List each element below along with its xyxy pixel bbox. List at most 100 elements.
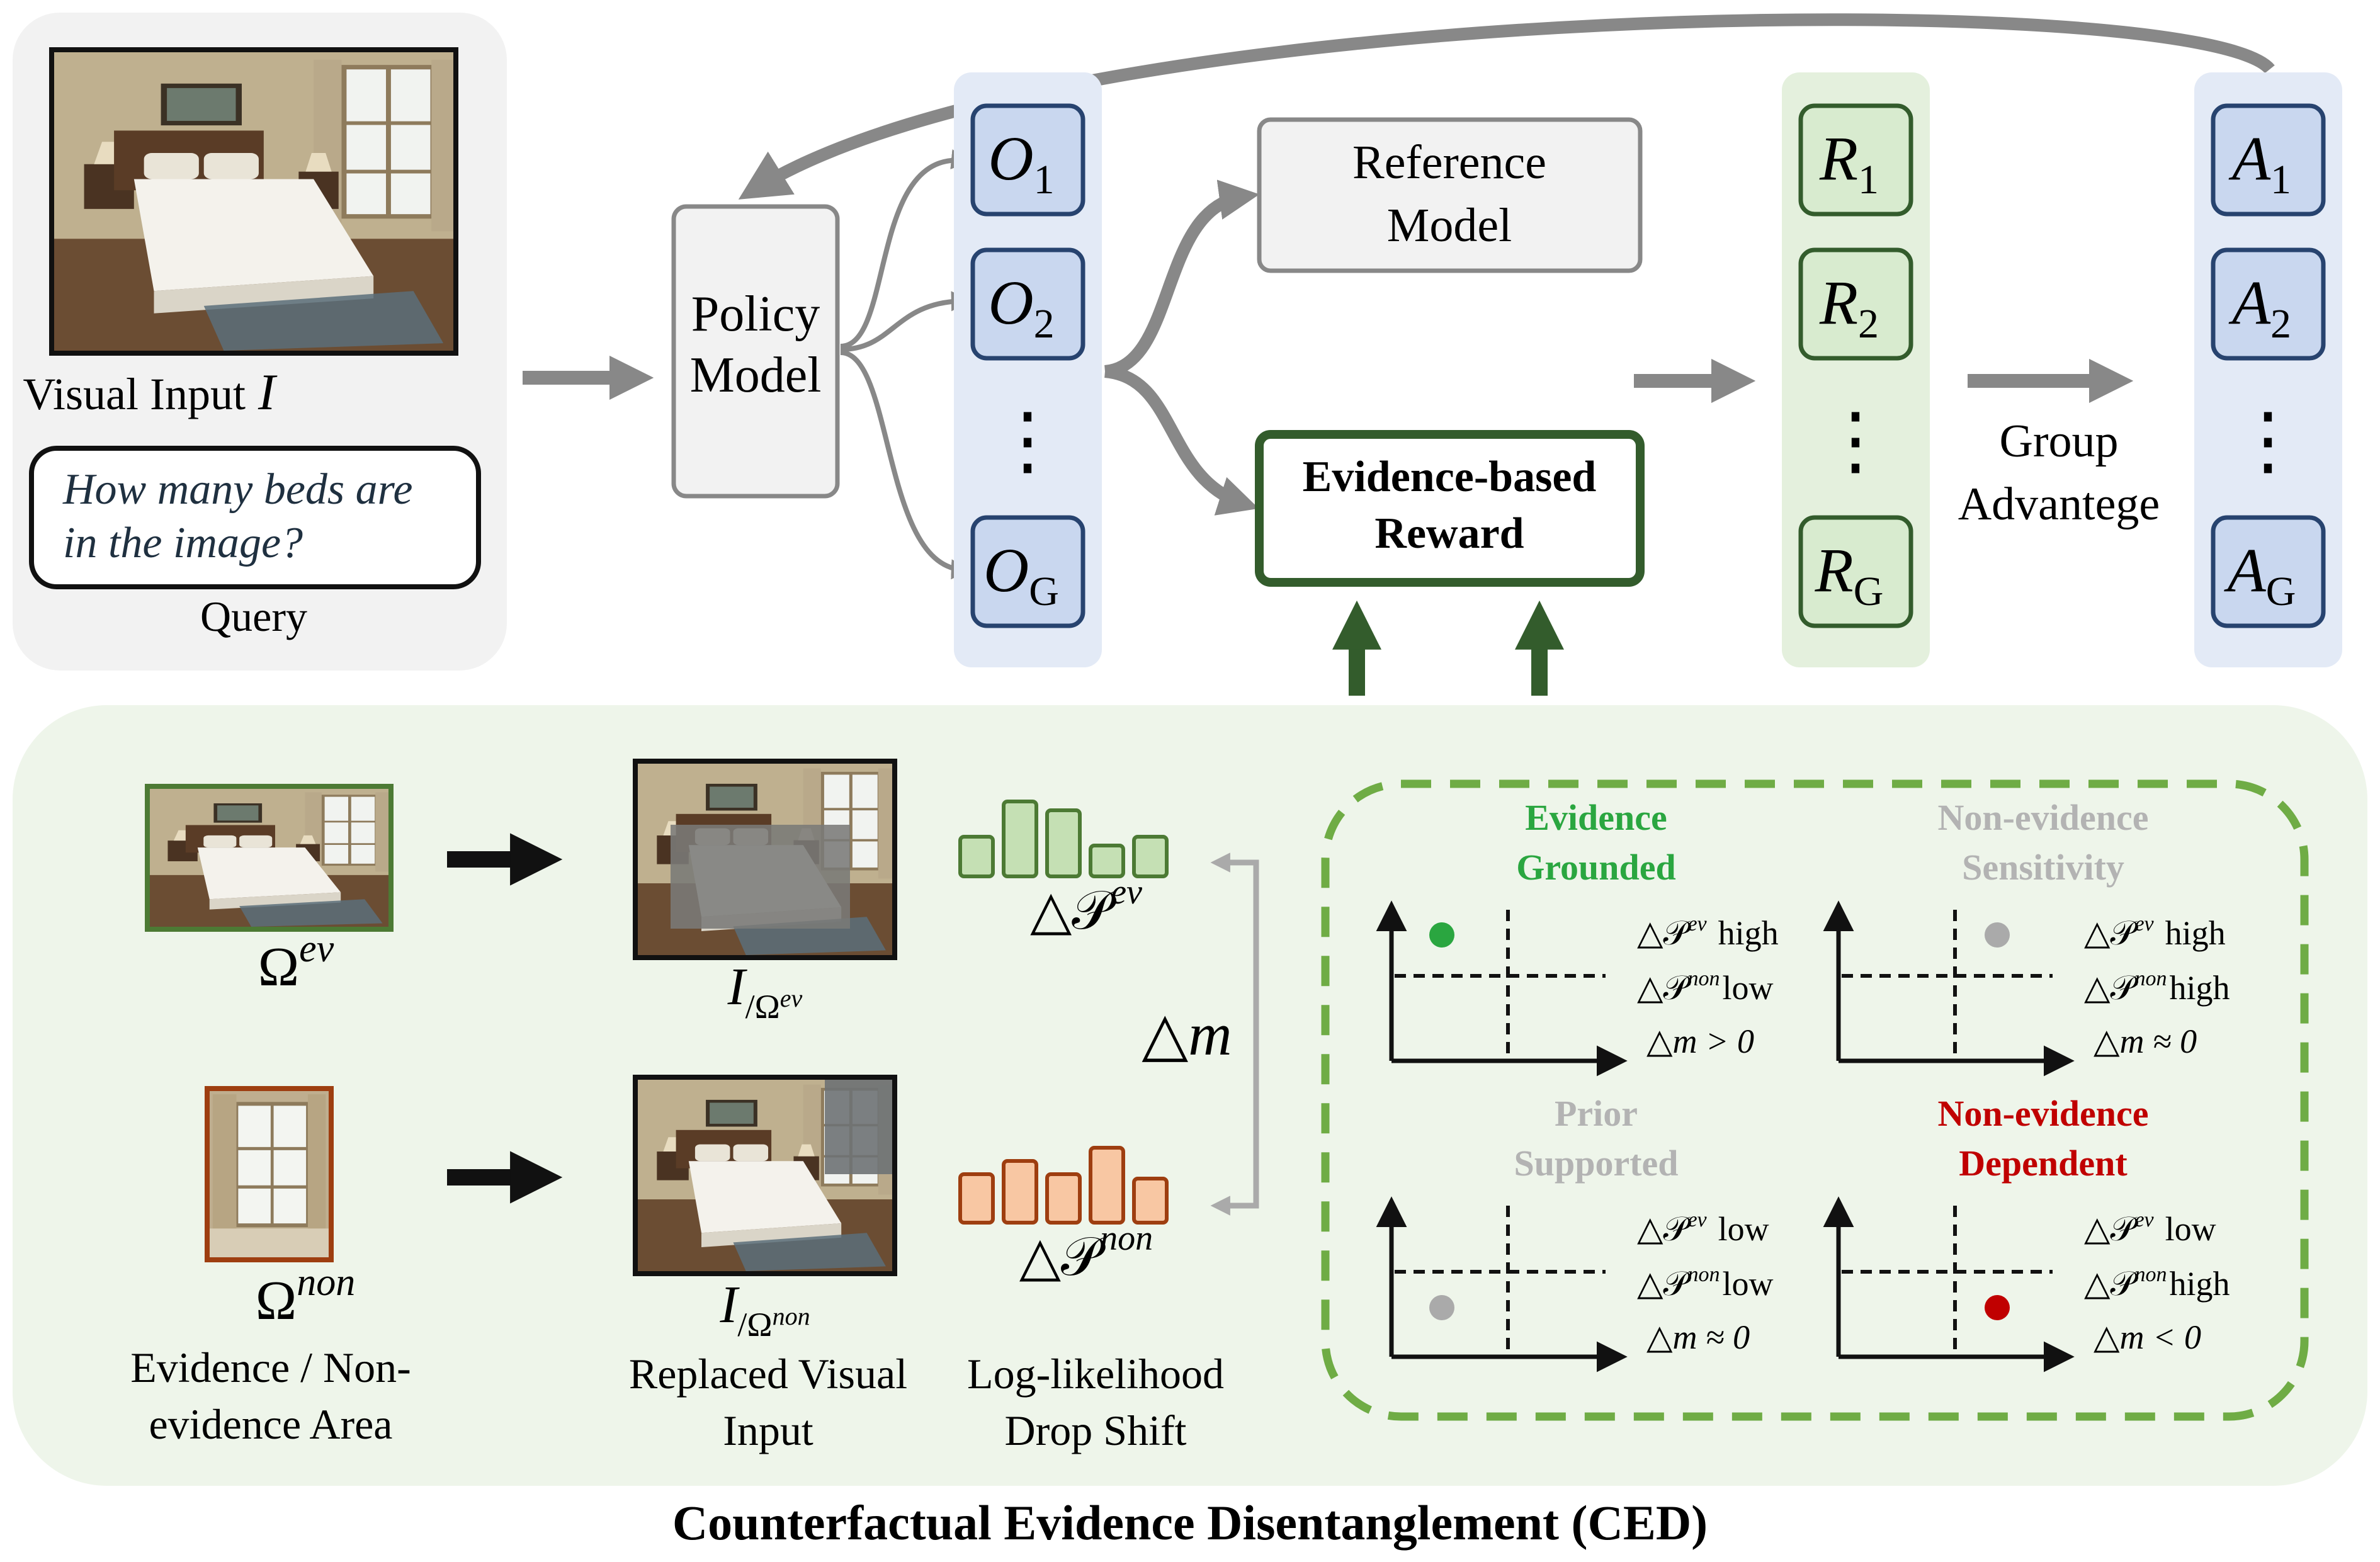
svg-text:A2: A2 <box>2228 268 2291 347</box>
quadrant-4-line2: △𝒫nonhigh <box>2084 1263 2230 1303</box>
advantage-ag-letter: A <box>2224 535 2267 605</box>
quadrant-1-line3: △m > 0 <box>1646 1022 1754 1060</box>
query-label: Query <box>200 592 307 640</box>
area-label-line1: Evidence / Non- <box>130 1344 411 1391</box>
replaced-label-line2: Input <box>723 1406 813 1454</box>
advantage-feedback-arrow <box>738 13 2275 200</box>
quadrant-2-title-line2: Sensitivity <box>1962 847 2124 888</box>
replaced-non-image <box>633 1075 897 1276</box>
replaced-ev-label: I/Ωev <box>727 958 803 1026</box>
quadrant-2-dot <box>1985 922 2010 948</box>
policy-model-line1: Policy <box>691 286 820 342</box>
delta-p-ev-bar-1 <box>958 835 995 878</box>
delta-p-ev-label: △𝒫ev <box>1030 873 1142 941</box>
svg-text:AG: AG <box>2224 535 2296 614</box>
advantage-a1-letter: A <box>2228 123 2271 193</box>
quadrant-3-title-line1: Prior <box>1555 1093 1638 1134</box>
group-advantage-line2: Advantege <box>1958 478 2160 530</box>
delta-p-non-bars <box>958 1146 1169 1225</box>
delta-p-ev-bar-3 <box>1045 808 1082 878</box>
output-og: OG <box>970 515 1085 628</box>
output-o2-sub: 2 <box>1034 301 1055 347</box>
evidence-reward-box <box>1255 430 1645 587</box>
reward-r1: R1 <box>1798 103 1913 217</box>
quadrant-1-title-line2: Grounded <box>1516 847 1676 888</box>
delta-p-ev-bar-4 <box>1089 844 1125 878</box>
replaced-ev-image <box>633 759 897 960</box>
visual-input-label: Visual Input <box>23 369 246 419</box>
svg-text:OG: OG <box>983 535 1059 614</box>
reward-rg-letter: R <box>1815 535 1854 605</box>
quadrant-2-line2: △𝒫nonhigh <box>2084 967 2230 1007</box>
ced-panel <box>13 705 2367 1486</box>
policy-model-box <box>671 204 840 499</box>
query-text-line1: How many beds are <box>62 465 412 514</box>
outputs-split-arrows <box>1104 179 1260 516</box>
svg-text:RG: RG <box>1815 535 1884 614</box>
reference-model-box <box>1257 117 1643 273</box>
query-text-line2: in the image? <box>63 519 303 567</box>
delta-p-non-bar-5 <box>1132 1177 1169 1225</box>
loglik-line1: Log-likelihood <box>967 1350 1224 1398</box>
outputs-ellipsis: ⋮ <box>990 399 1065 482</box>
svg-text:R2: R2 <box>1819 268 1879 347</box>
policy-to-outputs-arrows <box>840 149 972 580</box>
quadrant-1-line2: △𝒫nonlow <box>1637 967 1773 1007</box>
delta-p-ev-bar-5 <box>1132 835 1169 878</box>
non-evidence-area-image <box>205 1086 334 1262</box>
quadrant-4-title-line1: Non-evidence <box>1937 1093 2148 1134</box>
evidence-area-image <box>145 784 394 932</box>
ced-to-reward-arrows <box>1332 600 1564 696</box>
quadrant-4-line3: △m < 0 <box>2094 1318 2201 1356</box>
advantage-a1-sub: 1 <box>2270 157 2291 203</box>
output-o1-sub: 1 <box>1034 157 1055 203</box>
reward-r2-letter: R <box>1819 268 1858 337</box>
svg-text:O1: O1 <box>988 123 1054 203</box>
quadrant-4-dot <box>1985 1295 2010 1320</box>
quadrant-3-line2: △𝒫nonlow <box>1637 1263 1773 1303</box>
omega-ev-label: Ωev <box>258 927 334 998</box>
quadrant-2-title-line1: Non-evidence <box>1937 797 2148 838</box>
advantage-a1: A1 <box>2211 103 2326 217</box>
loglik-line2: Drop Shift <box>1005 1406 1187 1454</box>
policy-model-line2: Model <box>690 348 822 403</box>
quadrant-3-line3: △m ≈ 0 <box>1646 1318 1750 1356</box>
quadrant-1-title-line1: Evidence <box>1525 797 1667 838</box>
advantages-ellipsis: ⋮ <box>2230 399 2306 482</box>
rewards-ellipsis: ⋮ <box>1818 399 1893 482</box>
advantage-ag-sub: G <box>2266 569 2296 614</box>
replaced-non-label: I/Ωnon <box>719 1276 810 1344</box>
reward-rg: RG <box>1798 515 1913 628</box>
output-o2-letter: O <box>988 268 1033 337</box>
quadrant-3-title-line2: Supported <box>1514 1143 1678 1184</box>
advantage-a2: A2 <box>2211 247 2326 361</box>
output-o1: O1 <box>970 103 1085 217</box>
delta-p-ev-bars <box>958 800 1169 878</box>
reward-r1-letter: R <box>1819 123 1858 193</box>
quadrant-2-line3: △m ≈ 0 <box>2094 1022 2197 1060</box>
svg-text:O2: O2 <box>988 268 1054 347</box>
reference-model-line2: Model <box>1387 199 1512 252</box>
delta-m-bracket <box>1210 852 1259 1216</box>
delta-m-label: △m <box>1142 1000 1232 1068</box>
area-label-line2: evidence Area <box>149 1400 393 1448</box>
reward-r2-sub: 2 <box>1858 301 1879 347</box>
delta-p-non-bar-2 <box>1002 1159 1038 1225</box>
output-o2: O2 <box>970 247 1085 361</box>
output-o1-letter: O <box>988 123 1033 193</box>
delta-p-non-bar-1 <box>958 1172 995 1225</box>
output-og-sub: G <box>1029 569 1059 614</box>
quadrant-1-dot <box>1429 922 1454 948</box>
delta-p-non-bar-4 <box>1089 1146 1125 1225</box>
omega-non-label: Ωnon <box>256 1261 355 1332</box>
replaced-label-line1: Replaced Visual <box>629 1350 907 1398</box>
reference-model-line1: Reference <box>1352 136 1546 189</box>
